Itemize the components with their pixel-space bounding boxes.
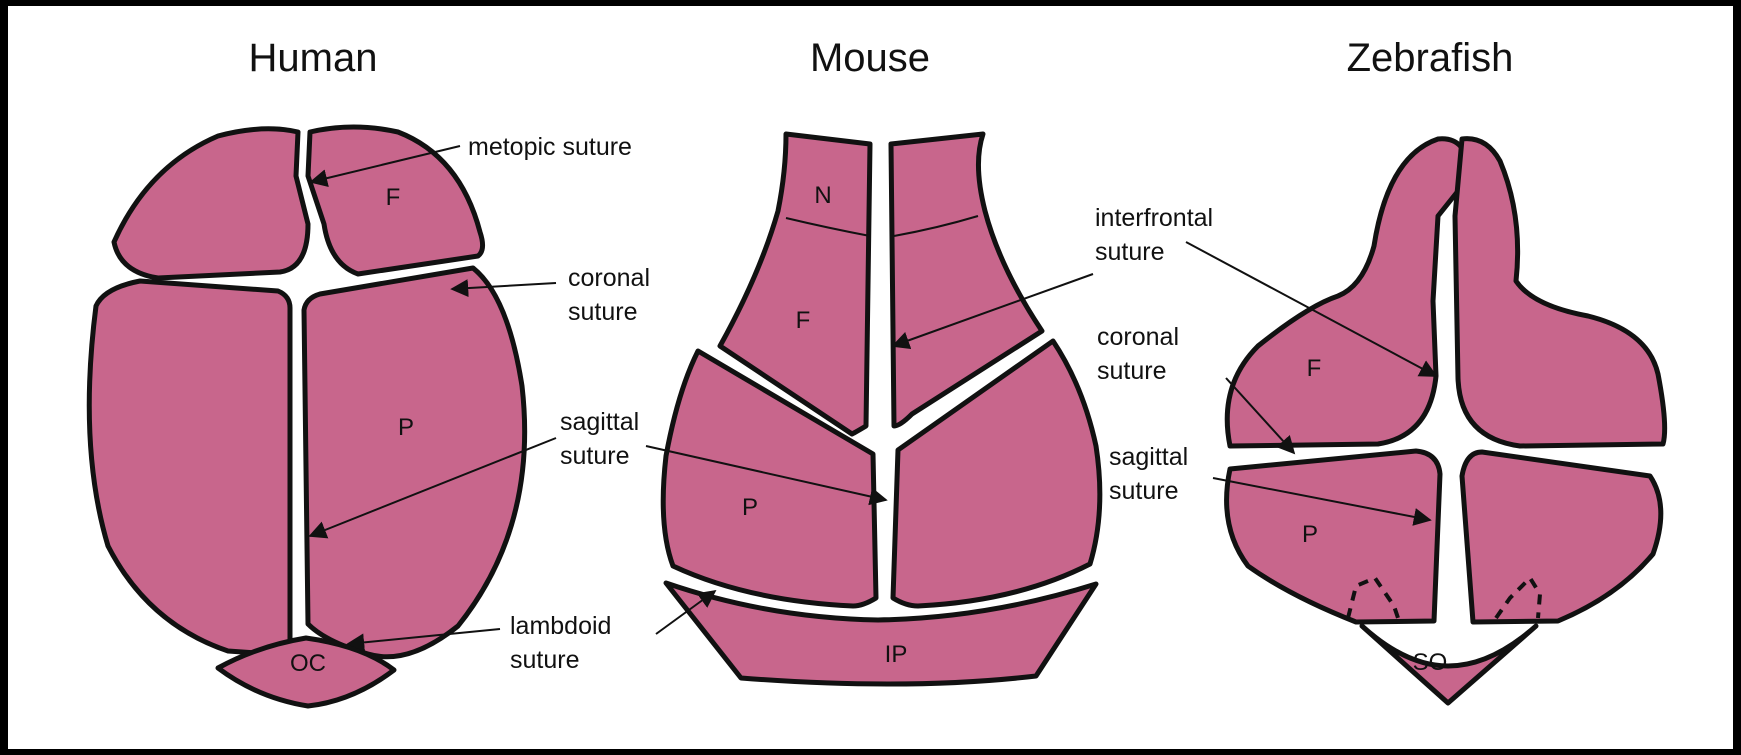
mouse-nasal-label: N (814, 182, 831, 209)
zebrafish-parietal-left (1227, 451, 1440, 622)
zebrafish-parietal-right (1462, 452, 1661, 622)
mouse-frontal-label: F (796, 307, 811, 334)
human-coronal-label-line1: coronal (568, 264, 650, 292)
title-mouse: Mouse (810, 36, 930, 80)
figure-panel: Human Mouse Zebrafish F P OC metopic sut… (8, 6, 1733, 749)
mouse-parietal-label: P (742, 494, 758, 521)
zebrafish-frontal-label: F (1307, 355, 1322, 382)
human-lambdoid-label-line2: suture (510, 646, 579, 674)
human-occipital-label: OC (290, 650, 326, 677)
human-coronal-label-line2: suture (568, 298, 637, 326)
human-lambdoid-label-line1: lambdoid (510, 612, 611, 640)
mouse-skull: N F P IP interfrontal suture (646, 134, 1213, 684)
human-sagittal-label-line2: suture (560, 442, 629, 470)
human-metopic-label: metopic suture (468, 133, 632, 161)
zebrafish-coronal-label-line1: coronal (1097, 323, 1179, 351)
title-human: Human (249, 36, 378, 80)
zebrafish-parietal-label: P (1302, 521, 1318, 548)
zebrafish-supraoccipital (1362, 626, 1536, 703)
zebrafish-frontal-left (1227, 139, 1470, 446)
human-skull: F P OC metopic suture coronal suture sag… (89, 127, 650, 706)
title-zebrafish: Zebrafish (1347, 36, 1514, 80)
human-sagittal-label-line1: sagittal (560, 408, 639, 436)
mouse-interparietal (666, 583, 1096, 684)
zebrafish-supraoccipital-label: SO (1413, 649, 1448, 676)
human-parietal-left (89, 281, 290, 654)
zebrafish-sagittal-label-line1: sagittal (1109, 443, 1188, 471)
human-parietal-right (304, 268, 525, 657)
zebrafish-sagittal-label-line2: suture (1109, 477, 1178, 505)
human-parietal-label: P (398, 414, 414, 441)
human-frontal-label: F (386, 184, 401, 211)
mouse-interparietal-label: IP (885, 641, 908, 668)
human-frontal-left (114, 129, 308, 278)
mouse-interfrontal-label-line1: interfrontal (1095, 204, 1213, 232)
skull-suture-diagram: Human Mouse Zebrafish F P OC metopic sut… (8, 6, 1733, 749)
mouse-interfrontal-label-line2: suture (1095, 238, 1164, 266)
zebrafish-frontal-right (1455, 139, 1665, 446)
zebrafish-coronal-label-line2: suture (1097, 357, 1166, 385)
